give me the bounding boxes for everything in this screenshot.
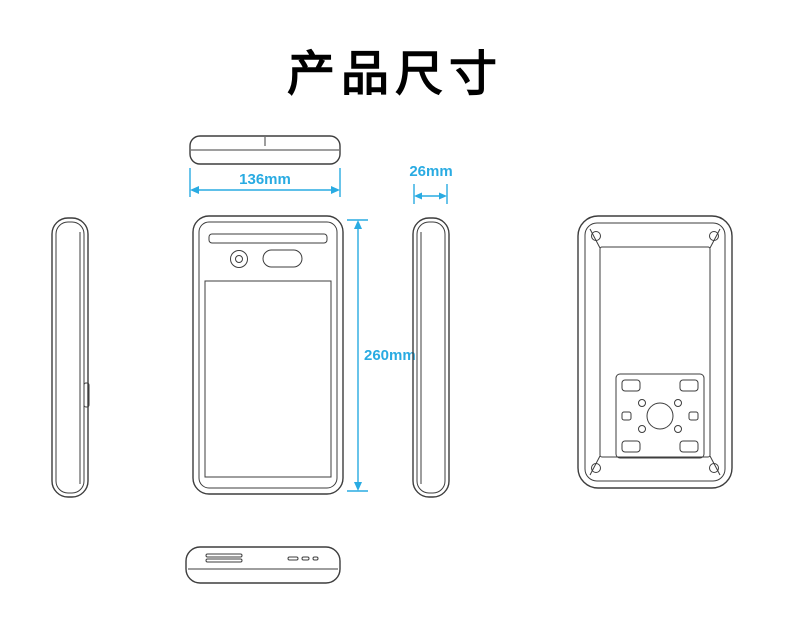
left-side-inner-contour bbox=[55, 221, 85, 494]
back-screw-bottom-left bbox=[591, 463, 601, 473]
back-chamfer-bottom-right bbox=[709, 455, 721, 476]
bottom-port-dash-1 bbox=[287, 556, 299, 561]
bottom-port-dash-2 bbox=[301, 556, 310, 561]
back-chamfer-top-left bbox=[589, 228, 601, 249]
back-outline bbox=[577, 215, 733, 489]
height-arrow-top bbox=[354, 220, 362, 229]
page-title: 产品尺寸 bbox=[286, 48, 503, 101]
mounting-slot-top-left bbox=[621, 379, 641, 392]
mounting-hole-1 bbox=[638, 399, 646, 407]
width-dimension-label: 136mm bbox=[239, 171, 291, 188]
front-view bbox=[192, 215, 344, 495]
left-side-view bbox=[51, 217, 90, 498]
width-arrow-left bbox=[190, 186, 199, 194]
front-outline bbox=[192, 215, 344, 495]
back-chamfer-bottom-left bbox=[589, 455, 601, 476]
height-arrow-bottom bbox=[354, 482, 362, 491]
height-dimension: 260mm bbox=[347, 219, 416, 492]
depth-arrow-left bbox=[414, 192, 422, 200]
width-dimension: 136mm bbox=[189, 168, 341, 197]
camera-lens bbox=[230, 250, 248, 268]
back-view bbox=[577, 215, 733, 489]
front-bezel bbox=[198, 221, 338, 489]
mounting-slot-top-right bbox=[679, 379, 699, 392]
left-side-button bbox=[83, 382, 90, 408]
mounting-slot-bottom-left bbox=[621, 440, 641, 453]
mounting-side-slot-right bbox=[688, 411, 699, 421]
depth-dimension: 26mm bbox=[409, 163, 453, 204]
sensor-window bbox=[262, 249, 303, 268]
mounting-hole-4 bbox=[674, 425, 682, 433]
right-side-outline bbox=[412, 217, 450, 498]
mounting-center-hole bbox=[646, 402, 674, 430]
camera-lens-inner bbox=[235, 255, 243, 263]
screen bbox=[204, 280, 332, 478]
width-arrow-right bbox=[331, 186, 340, 194]
back-screw-top-right bbox=[709, 231, 719, 241]
bottom-view-outline bbox=[185, 546, 341, 584]
back-flat-panel bbox=[599, 246, 711, 458]
bottom-speaker-slot-1 bbox=[205, 553, 243, 558]
mounting-side-slot-left bbox=[621, 411, 632, 421]
height-dimension-label: 260mm bbox=[364, 347, 416, 364]
back-chamfer-top-right bbox=[709, 228, 721, 249]
speaker-slot bbox=[208, 233, 328, 244]
back-screw-bottom-right bbox=[709, 463, 719, 473]
mounting-slot-bottom-right bbox=[679, 440, 699, 453]
bottom-view bbox=[185, 546, 341, 584]
right-side-view bbox=[412, 217, 450, 498]
mounting-hole-2 bbox=[674, 399, 682, 407]
top-view bbox=[189, 135, 341, 165]
left-side-outline bbox=[51, 217, 89, 498]
mounting-plate bbox=[615, 373, 705, 459]
top-view-outline bbox=[189, 135, 341, 165]
depth-dimension-label: 26mm bbox=[409, 163, 452, 180]
right-side-inner-contour bbox=[416, 221, 446, 494]
back-inner-frame bbox=[584, 222, 726, 482]
bottom-port-dash-3 bbox=[312, 556, 319, 561]
mounting-hole-3 bbox=[638, 425, 646, 433]
mounting-plate-outline bbox=[615, 373, 705, 459]
bottom-speaker-slot-2 bbox=[205, 558, 243, 563]
depth-arrow-right bbox=[439, 192, 447, 200]
back-screw-top-left bbox=[591, 231, 601, 241]
